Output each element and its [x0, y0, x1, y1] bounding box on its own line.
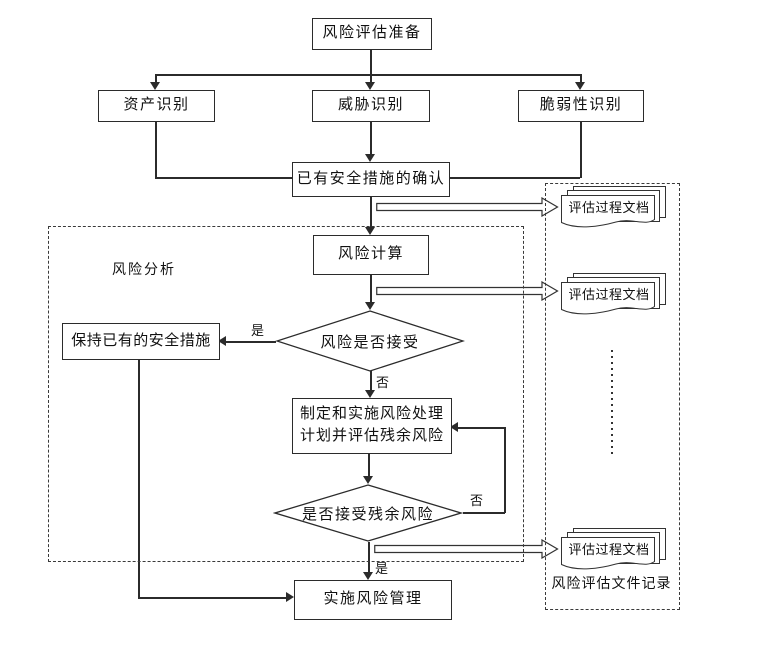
node-implement-label: 实施风险管理 [323, 591, 423, 608]
node-confirm-measures-label: 已有安全措施的确认 [296, 170, 446, 187]
arrowhead-asset [150, 82, 160, 90]
node-plan-line1: 制定和实施风险处理 [299, 406, 444, 423]
node-vulnerability: 脆弱性识别 [518, 90, 644, 122]
arrowhead-plan [365, 390, 375, 398]
edge-label-yes-2: 是 [375, 561, 389, 576]
edge-label-yes-1: 是 [251, 323, 265, 338]
node-vulnerability-label: 脆弱性识别 [539, 97, 623, 114]
arrowhead-decision1 [365, 302, 375, 310]
connector-vuln-left [448, 177, 580, 179]
document-stack-icon [561, 273, 666, 315]
document-stack-icon [561, 528, 666, 570]
edge-label-no-1: 否 [376, 375, 390, 390]
arrowhead-threat [365, 82, 375, 90]
connector-keep-right [138, 597, 286, 599]
arrowhead-implement [363, 572, 373, 580]
node-keep-measures: 保持已有的安全措施 [62, 323, 220, 360]
doc-stack-3: 评估过程文档 [553, 528, 671, 581]
arrowhead-implement-left [286, 592, 294, 602]
decision-risk-accept-label: 风险是否接受 [320, 334, 420, 351]
node-asset-label: 资产识别 [123, 97, 190, 114]
node-risk-calc-label: 风险计算 [337, 246, 404, 263]
connector-threat-down [370, 120, 372, 156]
node-threat-label: 威胁识别 [337, 97, 404, 114]
connector-asset-down [155, 120, 157, 178]
arrowhead-vuln [575, 82, 585, 90]
connector-plan-down [368, 452, 370, 477]
doc-flow-arrow-2 [376, 280, 560, 306]
connector-to-vuln [580, 74, 582, 84]
doc-flow-arrow-3 [374, 538, 560, 564]
connector-to-asset [155, 74, 157, 84]
arrowhead-decision2 [363, 476, 373, 484]
connector-loop-top [458, 427, 505, 429]
ellipsis-dotted-line [611, 350, 613, 456]
connector-loop-bottom [463, 512, 505, 514]
node-keep-measures-label: 保持已有的安全措施 [71, 332, 211, 349]
doc-label-3: 评估过程文档 [568, 542, 650, 557]
node-prepare: 风险评估准备 [312, 18, 432, 50]
connector-asset-right [155, 177, 292, 179]
node-confirm-measures: 已有安全措施的确认 [292, 162, 450, 197]
connector-yes2-down [368, 542, 370, 573]
node-plan: 制定和实施风险处理 计划并评估残余风险 [292, 398, 452, 454]
connector-no-down [370, 371, 372, 391]
node-risk-calc: 风险计算 [313, 235, 429, 275]
decision-risk-accept: 风险是否接受 [274, 310, 466, 372]
arrowhead-confirm [365, 154, 375, 162]
edge-label-no-2: 否 [470, 493, 484, 508]
arrowhead-plan-loop [450, 422, 458, 432]
arrowhead-risk-calc [365, 227, 375, 235]
connector-keep-down [138, 358, 140, 598]
assessment-records-label: 风险评估文件记录 [551, 577, 672, 592]
connector-confirm-down [370, 195, 372, 228]
doc-stack-1: 评估过程文档 [553, 186, 671, 239]
connector-prepare-down [370, 48, 372, 74]
node-threat: 威胁识别 [312, 90, 430, 122]
decision-residual-accept-label: 是否接受残余风险 [301, 506, 434, 523]
decision-residual-accept: 是否接受残余风险 [272, 484, 464, 542]
node-implement: 实施风险管理 [294, 580, 452, 620]
connector-loop-up [504, 427, 506, 513]
node-asset: 资产识别 [98, 90, 215, 122]
connector-top-branch [155, 74, 581, 76]
document-stack-icon [561, 186, 666, 228]
connector-vuln-down [580, 120, 582, 178]
arrowhead-keep-measures [218, 336, 226, 346]
doc-label-1: 评估过程文档 [568, 200, 650, 215]
connector-calc-down [370, 273, 372, 303]
doc-label-2: 评估过程文档 [568, 287, 650, 302]
risk-analysis-label: 风险分析 [112, 263, 176, 278]
diamond-shape [272, 484, 464, 542]
connector-to-threat [370, 74, 372, 84]
node-prepare-label: 风险评估准备 [322, 25, 422, 42]
connector-yes-left [226, 341, 276, 343]
doc-flow-arrow-1 [376, 196, 560, 222]
doc-stack-2: 评估过程文档 [553, 273, 671, 326]
diamond-shape [274, 310, 466, 372]
node-plan-line2: 计划并评估残余风险 [299, 428, 444, 444]
